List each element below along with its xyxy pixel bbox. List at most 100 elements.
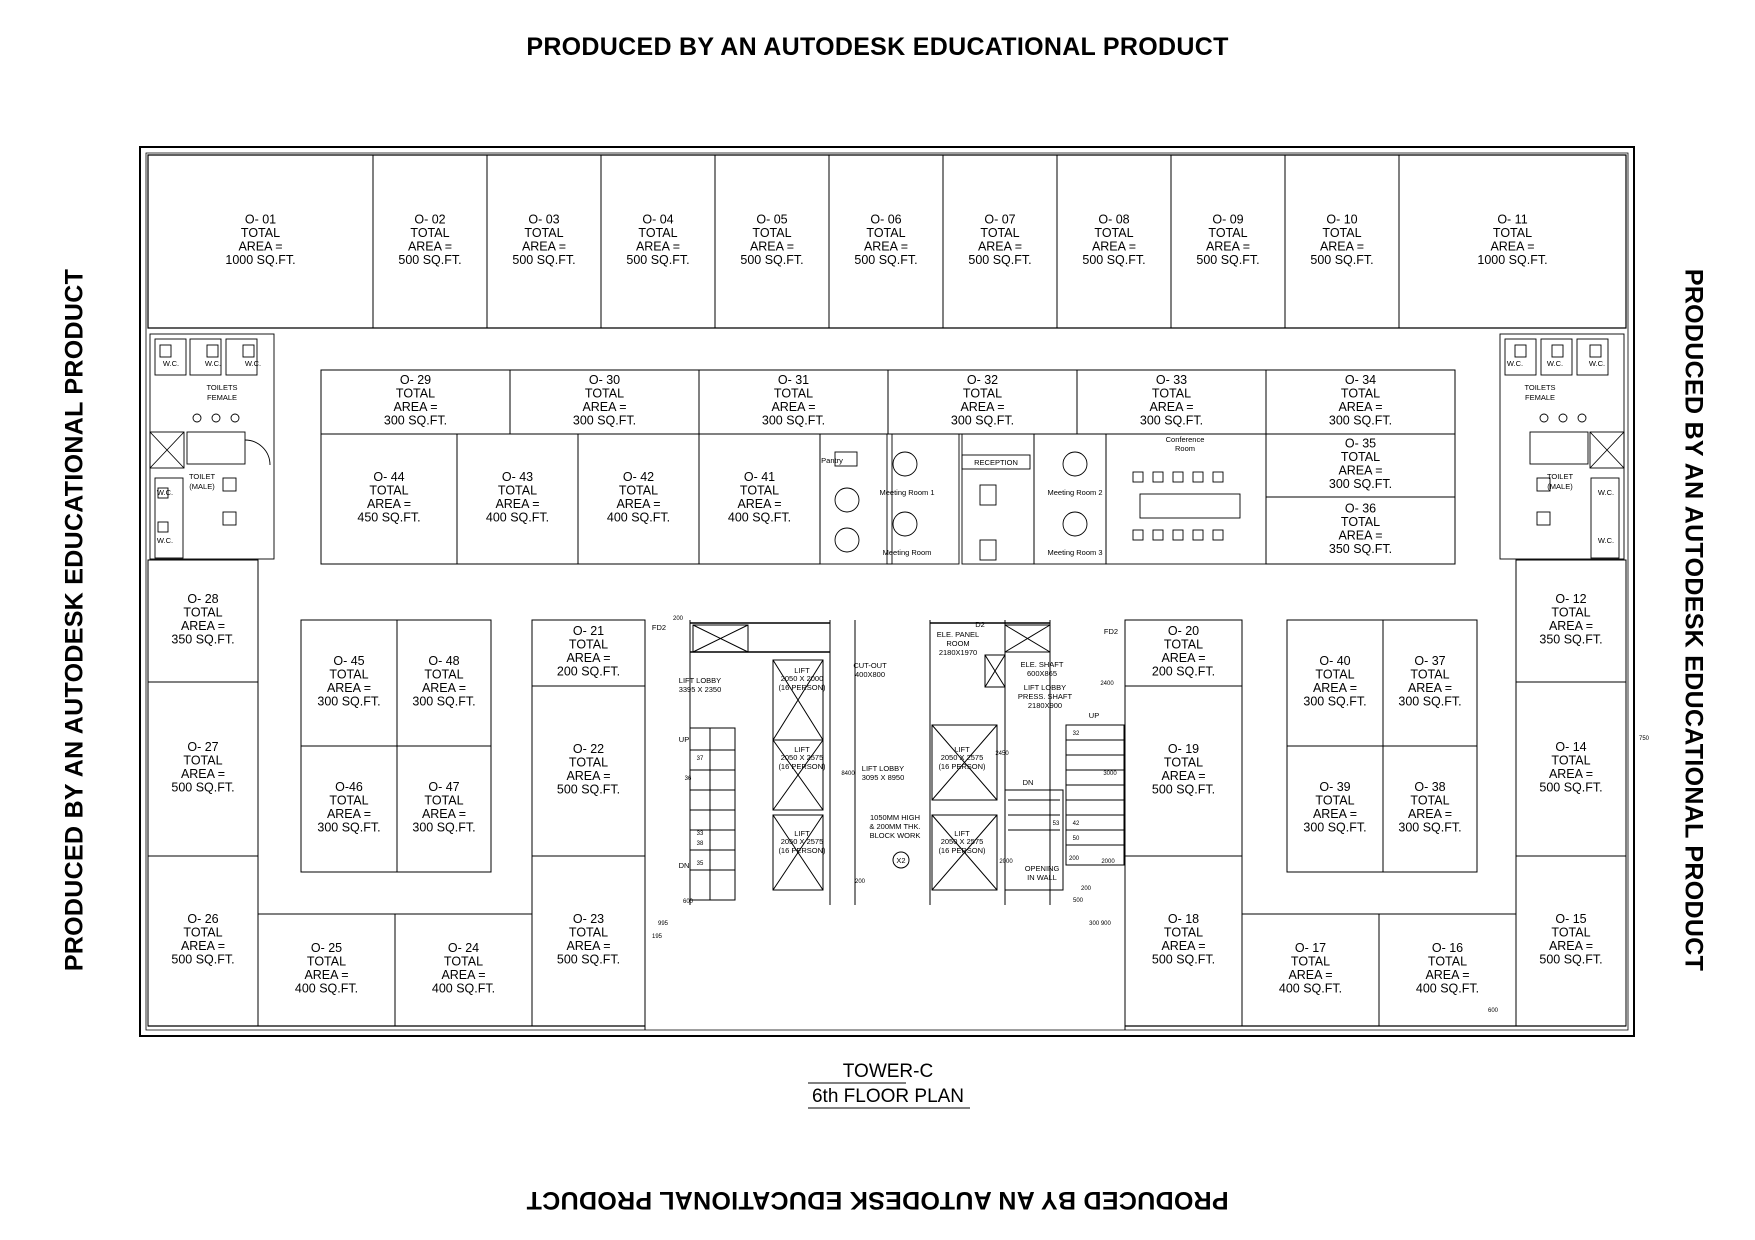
office-area-label: AREA = bbox=[181, 619, 225, 633]
office-area-value: 500 SQ.FT. bbox=[1152, 953, 1215, 967]
office-area-value: 350 SQ.FT. bbox=[1539, 633, 1602, 647]
office-area-value: 300 SQ.FT. bbox=[412, 821, 475, 835]
office-total-label: TOTAL bbox=[1208, 226, 1247, 240]
office-id: O- 40 bbox=[1319, 654, 1350, 668]
office-area-label: AREA = bbox=[771, 400, 815, 414]
pantry-label: Pantry bbox=[821, 456, 843, 465]
office-area-label: AREA = bbox=[1549, 939, 1593, 953]
office-id: O- 28 bbox=[187, 592, 218, 606]
office-id: O-46 bbox=[335, 780, 363, 794]
office-total-label: TOTAL bbox=[1164, 756, 1203, 770]
watermark-top: PRODUCED BY AN AUTODESK EDUCATIONAL PROD… bbox=[526, 33, 1229, 61]
ele-shaft-label: ELE. SHAFT bbox=[1021, 660, 1064, 669]
office-area-value: 450 SQ.FT. bbox=[357, 511, 420, 525]
office-area-value: 350 SQ.FT. bbox=[171, 633, 234, 647]
office-total-label: TOTAL bbox=[866, 226, 905, 240]
office-area-label: AREA = bbox=[304, 968, 348, 982]
toilet-label: TOILET bbox=[1547, 472, 1574, 481]
reception-label: RECEPTION bbox=[974, 458, 1018, 467]
outer-wall bbox=[139, 146, 1635, 1037]
office-id: O- 24 bbox=[448, 941, 479, 955]
meeting-room-2-label: Meeting Room 2 bbox=[1047, 488, 1102, 497]
office-area-label: AREA = bbox=[1408, 807, 1452, 821]
office-area-label: AREA = bbox=[1313, 807, 1357, 821]
office-id: O- 25 bbox=[311, 941, 342, 955]
meeting-area bbox=[819, 433, 1267, 565]
office-total-label: TOTAL bbox=[1341, 450, 1380, 464]
office-total-label: TOTAL bbox=[1322, 226, 1361, 240]
office-total-label: TOTAL bbox=[444, 955, 483, 969]
stair-up-label: UP bbox=[679, 735, 689, 744]
office-area-value: 300 SQ.FT. bbox=[951, 414, 1014, 428]
office-area-value: 1000 SQ.FT. bbox=[1477, 253, 1547, 267]
office-total-label: TOTAL bbox=[396, 387, 435, 401]
office-total-label: TOTAL bbox=[1410, 794, 1449, 808]
dimension-label: 37 bbox=[697, 756, 704, 762]
office-area-value: 300 SQ.FT. bbox=[317, 695, 380, 709]
dimension-label: 2000 bbox=[1101, 859, 1115, 865]
wc-label: W.C. bbox=[157, 488, 173, 497]
office-area-value: 300 SQ.FT. bbox=[1303, 821, 1366, 835]
male-label: (MALE) bbox=[189, 482, 215, 491]
office-total-label: TOTAL bbox=[752, 226, 791, 240]
office-id: O- 14 bbox=[1555, 740, 1586, 754]
wc-label: W.C. bbox=[245, 359, 261, 368]
lift-lobby-label: LIFT LOBBY bbox=[679, 676, 721, 685]
wc-label: W.C. bbox=[157, 536, 173, 545]
door-tag: FD2 bbox=[652, 623, 666, 632]
office-id: O- 02 bbox=[414, 213, 445, 227]
lift-dim: 2050 X 2575 bbox=[941, 837, 984, 846]
office-id: O- 06 bbox=[870, 213, 901, 227]
lift-capacity: (16 PERSON) bbox=[778, 683, 826, 692]
office-area-label: AREA = bbox=[1161, 769, 1205, 783]
office-area-value: 400 SQ.FT. bbox=[1416, 982, 1479, 996]
lift-label: LIFT bbox=[954, 745, 970, 754]
dimension-label: 200 bbox=[673, 616, 684, 622]
ele-panel-label: ELE. PANEL bbox=[937, 630, 979, 639]
ele-shaft-dim: 600X865 bbox=[1027, 669, 1057, 678]
block-work-note: BLOCK WORK bbox=[870, 831, 921, 840]
wc-label: W.C. bbox=[1547, 359, 1563, 368]
office-area-label: AREA = bbox=[1161, 651, 1205, 665]
office-id: O- 20 bbox=[1168, 624, 1199, 638]
wc-label: W.C. bbox=[1598, 488, 1614, 497]
office-total-label: TOTAL bbox=[410, 226, 449, 240]
office-area-value: 200 SQ.FT. bbox=[557, 665, 620, 679]
office-area-label: AREA = bbox=[1408, 681, 1452, 695]
door-tag: FD2 bbox=[1104, 627, 1118, 636]
office-area-value: 300 SQ.FT. bbox=[1398, 695, 1461, 709]
office-total-label: TOTAL bbox=[1094, 226, 1133, 240]
title-line-2: 6th FLOOR PLAN bbox=[812, 1086, 964, 1107]
office-area-label: AREA = bbox=[1288, 968, 1332, 982]
office-area-label: AREA = bbox=[566, 769, 610, 783]
office-id: O- 10 bbox=[1326, 213, 1357, 227]
conference-label: Conference bbox=[1166, 435, 1205, 444]
office-id: O- 34 bbox=[1345, 373, 1376, 387]
office-area-label: AREA = bbox=[495, 497, 539, 511]
block-work-note: 1050MM HIGH bbox=[870, 813, 920, 822]
office-total-label: TOTAL bbox=[329, 668, 368, 682]
office-area-label: AREA = bbox=[1338, 400, 1382, 414]
office-area-label: AREA = bbox=[327, 807, 371, 821]
office-id: O- 23 bbox=[573, 912, 604, 926]
office-id: O- 30 bbox=[589, 373, 620, 387]
office-area-label: AREA = bbox=[238, 240, 282, 254]
ele-panel-dim: 2180X1970 bbox=[939, 648, 977, 657]
office-total-label: TOTAL bbox=[1551, 926, 1590, 940]
meeting-room-3-label: Meeting Room 3 bbox=[1047, 548, 1102, 557]
wc-label: W.C. bbox=[1598, 536, 1614, 545]
office-area-value: 400 SQ.FT. bbox=[432, 982, 495, 996]
lift-dim: 2050 X 2575 bbox=[781, 753, 824, 762]
office-id: O- 09 bbox=[1212, 213, 1243, 227]
office-id: O- 32 bbox=[967, 373, 998, 387]
office-area-value: 400 SQ.FT. bbox=[1279, 982, 1342, 996]
dimension-label: 50 bbox=[1073, 836, 1080, 842]
office-total-label: TOTAL bbox=[307, 955, 346, 969]
dimension-label: 36 bbox=[685, 776, 692, 782]
lift-capacity: (16 PERSON) bbox=[938, 762, 986, 771]
office-area-value: 500 SQ.FT. bbox=[398, 253, 461, 267]
office-id: O- 44 bbox=[373, 470, 404, 484]
office-total-label: TOTAL bbox=[1428, 955, 1467, 969]
office-area-value: 500 SQ.FT. bbox=[1196, 253, 1259, 267]
office-id: O- 29 bbox=[400, 373, 431, 387]
